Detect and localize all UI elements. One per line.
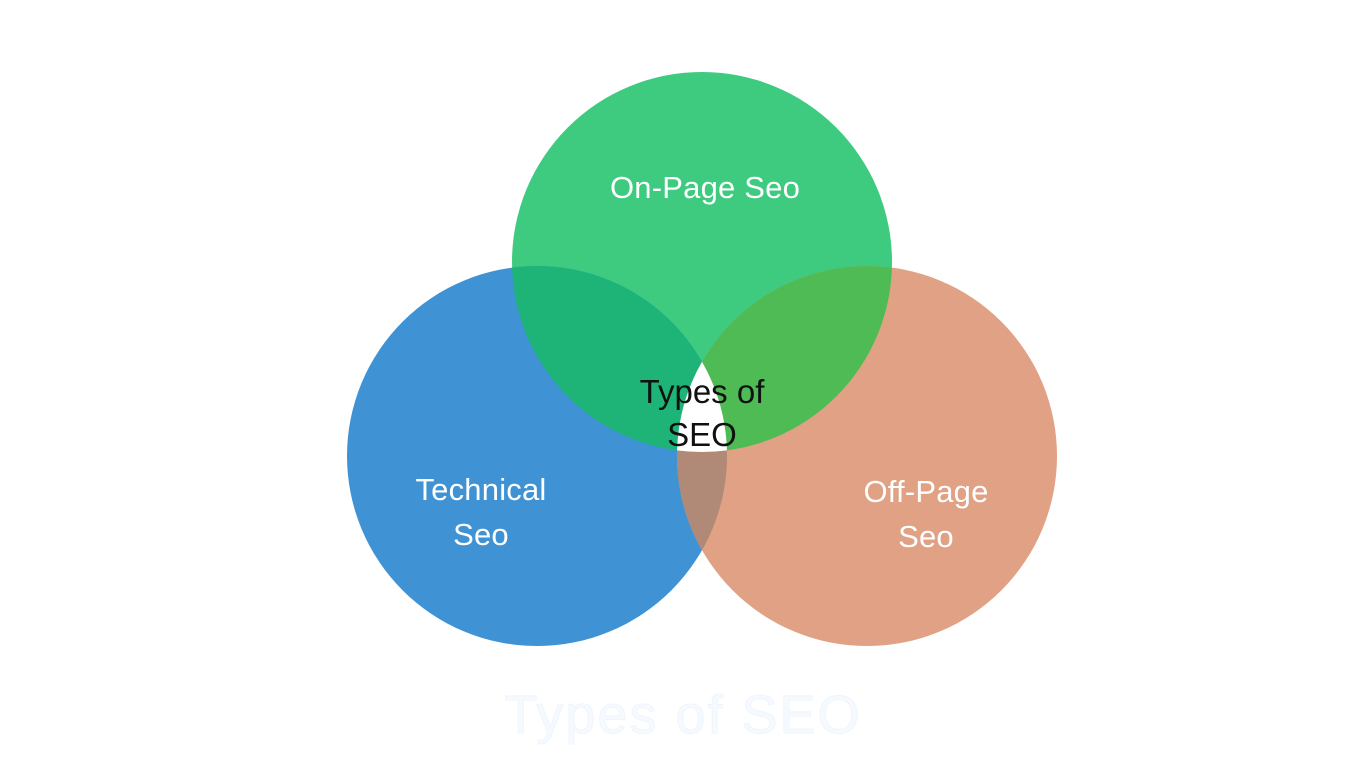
- label-technical-seo-line1: Technical: [415, 472, 546, 507]
- center-intersection-region[interactable]: [677, 361, 727, 453]
- overlap-on-page-x-technical: [512, 266, 727, 452]
- label-technical-seo-line2: Seo: [453, 517, 509, 552]
- center-label-line2: SEO: [667, 416, 737, 453]
- label-on-page-seo: On-Page Seo: [610, 170, 800, 205]
- overlap-on-page-x-off-page: [677, 266, 892, 452]
- label-off-page-seo-line1: Off-Page: [863, 474, 988, 509]
- overlap-group-top: [512, 266, 892, 452]
- center-label-line1: Types of: [640, 373, 766, 410]
- watermark-title: Types of SEO: [504, 685, 861, 745]
- label-off-page-seo-line2: Seo: [898, 519, 954, 554]
